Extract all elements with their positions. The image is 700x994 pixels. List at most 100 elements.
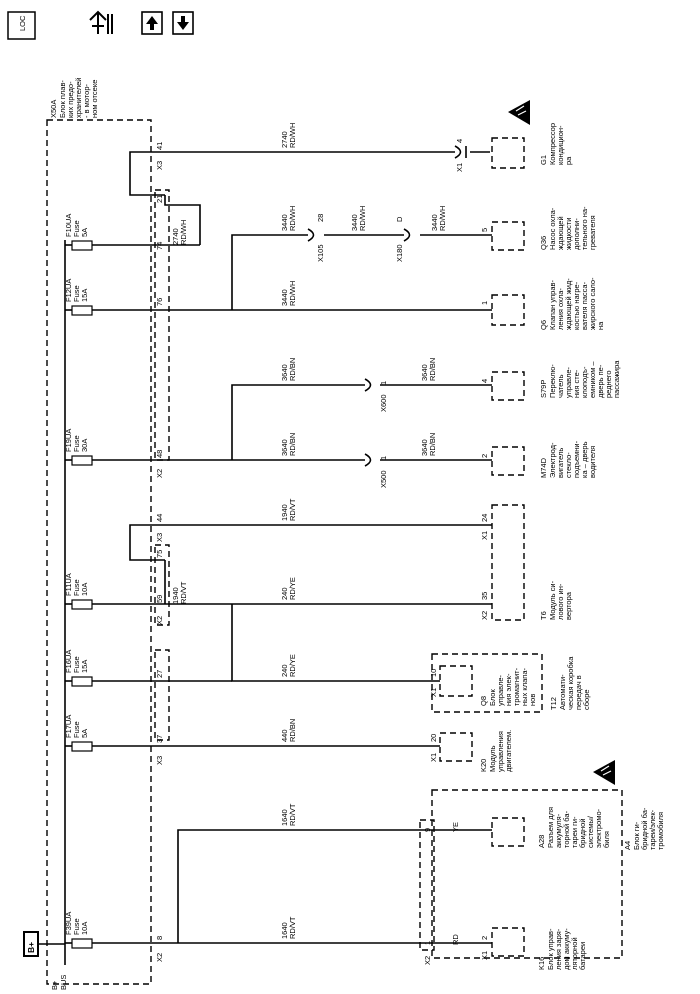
component-name: Блок [488,689,497,706]
component-name: жидкости [564,218,573,251]
connector-label: X2 [423,956,432,965]
pin-label: 2 [480,936,489,940]
component-name: ждающей жид- [564,278,573,330]
component-g1[interactable]: G1 Компрессор кондицион- ра [491,100,573,169]
component-k20[interactable]: 20 X1 K20 Модуль управления двигателем. [429,730,513,772]
component-t6[interactable]: 24 X1 35 X2 T6 Модуль си- лового ин- вер… [480,504,573,621]
wire-color: RD/BN [428,358,437,381]
component-t12[interactable]: T12 Автомати- ческая коробка передач в с… [431,653,591,713]
component-name: тареи ги- [570,816,579,848]
pin-label: D [395,216,404,222]
component-code: Q36 [539,236,548,250]
wire-number: 2740 [280,131,289,148]
wire-color: RD/WH [288,281,297,306]
pin-label: 59 [155,595,164,603]
component-name: пассажира [612,360,621,398]
pin-label: 4 [455,139,464,143]
pin-label: 48 [155,450,164,458]
fuse-block-name-line: хранителей [74,78,83,118]
pin-label: 37 [155,735,164,743]
component-name: дополни- [572,218,581,250]
loc-label: LOC [18,15,27,31]
wire-number: 3440 [350,214,359,231]
component-q36[interactable]: 5 Q36 Насос охла- ждающей жидкости допол… [480,206,597,251]
component-name: на [596,321,605,330]
connector-label: X1 [429,688,438,697]
component-name: Модуль си- [548,580,557,620]
fuse-block-name-line: - в мотор- [82,83,91,118]
wire-color: RD/BN [288,358,297,381]
arrow-up-icon [146,16,158,30]
pin-label: 44 [155,514,164,522]
wire-color: RD/WH [179,220,188,245]
wire-color: RD/VT [288,498,297,521]
connector-label: X1 [429,753,438,762]
connector-label: X2 [480,611,489,620]
pin-label: 1 [423,941,432,945]
inner-connector-region [154,544,170,626]
component-name: емником – [588,361,597,398]
connector-label: X3 [155,756,164,765]
wire-color-label: RD [451,934,460,945]
bus-label-line: B+ [50,980,59,990]
fuse-rating: 10A [80,583,89,596]
component-q6[interactable]: 1 Q6 Клапан управ- ления охла- ждающей ж… [480,277,605,330]
component-name: батареи [578,942,587,970]
component-k16[interactable]: RD 1 X2 2 X1 K16 Блок управ- ления заря-… [423,927,587,970]
warning-esd-icon [508,100,530,125]
component-s79p[interactable]: 4 S79P Переклю- чатель управле- ния сте-… [480,360,621,401]
connector-label: X2 [155,616,164,625]
component-name: дом аккуму- [562,928,571,970]
component-name: сборе [582,689,591,710]
component-name: управле- [496,674,505,706]
wire-number: 3640 [420,439,429,456]
wire-number: 3440 [280,289,289,306]
pin-label: 10 [429,669,438,677]
scroll-down-button[interactable] [172,11,194,35]
wire-color: RD/WH [288,123,297,148]
pin-label: 27 [155,670,164,678]
component-name: гревателя [588,215,597,250]
wire-number: 1640 [280,809,289,826]
component-name: бридной [578,818,587,848]
component-q8[interactable]: 10 X1 Q8 Блок управле- ния элек- тромагн… [429,665,537,706]
component-name: жирского сало- [588,277,597,330]
component-name: дверь пе- [596,364,605,398]
component-name: нов [528,694,537,706]
component-name: управления [496,731,505,772]
fuse-rating: 5A [80,729,89,738]
component-a28[interactable]: YE 9 A28 Разъем для аккумуля- торной ба-… [423,807,611,848]
fuse-rating: 10A [80,922,89,935]
wire-3640 [92,384,492,461]
b-plus-text: B+ [26,942,36,953]
component-name: лового ин- [556,583,565,620]
pin-label: 75 [155,550,164,558]
component-name: ления охла- [556,288,565,330]
component-name: тромобиля [656,812,665,850]
connector-label: X1 [480,951,489,960]
scroll-up-button[interactable] [141,11,163,35]
component-code: A4 [623,841,632,850]
component-name: кондицион- [556,125,565,165]
pin-label: 1 [379,456,388,460]
fuse-word: Fuse [72,918,81,935]
component-name: управле- [564,366,573,398]
wire-color-label: YE [451,822,460,832]
tools-navigation-icon[interactable] [89,10,113,34]
loc-button[interactable]: LOC [7,11,36,40]
wire-3440 [92,234,492,311]
component-m74d[interactable]: 2 M74D Электрод- вигатель стекло- подъем… [480,440,597,478]
fuse-word: Fuse [72,285,81,302]
component-name: Электрод- [548,442,557,478]
component-name: чатель [556,374,565,398]
fuse-block-label: X50A Блок плав- ких предо- хранителей - … [49,78,99,118]
component-a4[interactable]: A4 Блок ги- бридной ба- тареи/элек- тром… [419,760,665,959]
component-code: K16 [537,957,546,970]
component-name: ка – дверь [580,441,589,478]
component-code: S79P [539,380,548,398]
wire-color: RD/VT [179,581,188,604]
pin-label: 4 [480,379,489,383]
connector-label: X3 [155,533,164,542]
component-name: вигатель [556,448,565,478]
component-name: тареи/элек- [648,809,657,850]
